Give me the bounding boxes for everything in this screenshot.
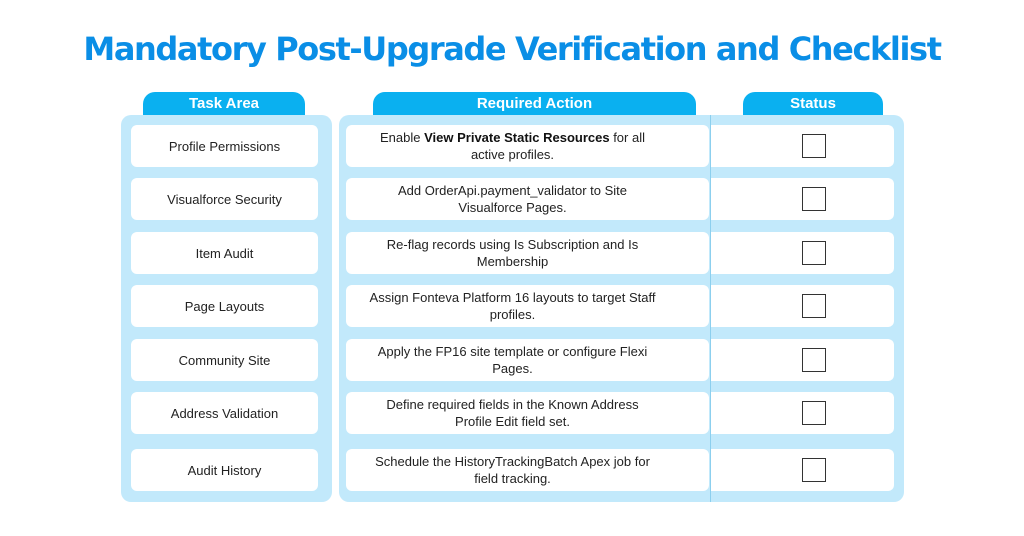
status-checkbox[interactable] xyxy=(801,294,826,318)
status-checkbox[interactable] xyxy=(801,458,826,482)
task-label: Profile Permissions xyxy=(168,138,281,154)
action-text-part: Add OrderApi.payment_validator to Site V… xyxy=(397,183,628,215)
task-label: Item Audit xyxy=(195,245,254,261)
action-text-part: Enable xyxy=(380,130,425,145)
status-cell xyxy=(711,178,894,220)
status-checkbox[interactable] xyxy=(801,241,826,265)
action-text-end: for all active profiles. xyxy=(470,130,645,162)
status-checkbox[interactable] xyxy=(801,187,826,211)
task-label: Page Layouts xyxy=(184,298,265,314)
task-cell: Page Layouts xyxy=(131,285,318,327)
action-text: Add OrderApi.payment_validator to Site V… xyxy=(368,182,658,216)
action-text-part: Define required fields in the Known Addr… xyxy=(386,397,639,429)
status-checkbox[interactable] xyxy=(801,401,826,425)
status-cell xyxy=(711,339,894,381)
action-text-bold: View Private Static Resources xyxy=(424,130,610,145)
status-cell xyxy=(711,232,894,274)
action-cell: Define required fields in the Known Addr… xyxy=(346,392,709,434)
action-text-part: Assign Fonteva Platform 16 layouts to ta… xyxy=(369,290,656,322)
action-text: Enable View Private Static Resources for… xyxy=(368,129,658,163)
action-cell: Schedule the HistoryTrackingBatch Apex j… xyxy=(346,449,709,491)
action-text-part: Re-flag records using Is Subscription an… xyxy=(386,237,639,269)
action-text: Apply the FP16 site template or configur… xyxy=(368,343,658,377)
action-text: Define required fields in the Known Addr… xyxy=(368,396,658,430)
action-cell: Assign Fonteva Platform 16 layouts to ta… xyxy=(346,285,709,327)
task-label: Address Validation xyxy=(170,405,279,421)
action-text: Schedule the HistoryTrackingBatch Apex j… xyxy=(368,453,658,487)
column-divider xyxy=(710,115,711,502)
status-checkbox[interactable] xyxy=(801,134,826,158)
action-text-part: Schedule the HistoryTrackingBatch Apex j… xyxy=(375,454,650,486)
action-cell: Apply the FP16 site template or configur… xyxy=(346,339,709,381)
task-cell: Profile Permissions xyxy=(131,125,318,167)
status-cell xyxy=(711,285,894,327)
action-text-part: Apply the FP16 site template or configur… xyxy=(377,344,648,376)
task-cell: Item Audit xyxy=(131,232,318,274)
header-status: Status xyxy=(743,92,883,116)
action-cell: Add OrderApi.payment_validator to Site V… xyxy=(346,178,709,220)
page-title: Mandatory Post-Upgrade Verification and … xyxy=(83,30,942,68)
task-label: Audit History xyxy=(187,462,262,478)
task-cell: Audit History xyxy=(131,449,318,491)
action-text: Assign Fonteva Platform 16 layouts to ta… xyxy=(368,289,658,323)
task-cell: Address Validation xyxy=(131,392,318,434)
status-cell xyxy=(711,125,894,167)
status-cell xyxy=(711,449,894,491)
status-cell xyxy=(711,392,894,434)
action-text: Re-flag records using Is Subscription an… xyxy=(368,236,658,270)
task-cell: Visualforce Security xyxy=(131,178,318,220)
status-checkbox[interactable] xyxy=(801,348,826,372)
action-cell: Enable View Private Static Resources for… xyxy=(346,125,709,167)
header-task-area: Task Area xyxy=(143,92,305,116)
action-cell: Re-flag records using Is Subscription an… xyxy=(346,232,709,274)
task-label: Community Site xyxy=(178,352,271,368)
task-cell: Community Site xyxy=(131,339,318,381)
task-label: Visualforce Security xyxy=(167,191,282,207)
header-required-action: Required Action xyxy=(373,92,696,116)
